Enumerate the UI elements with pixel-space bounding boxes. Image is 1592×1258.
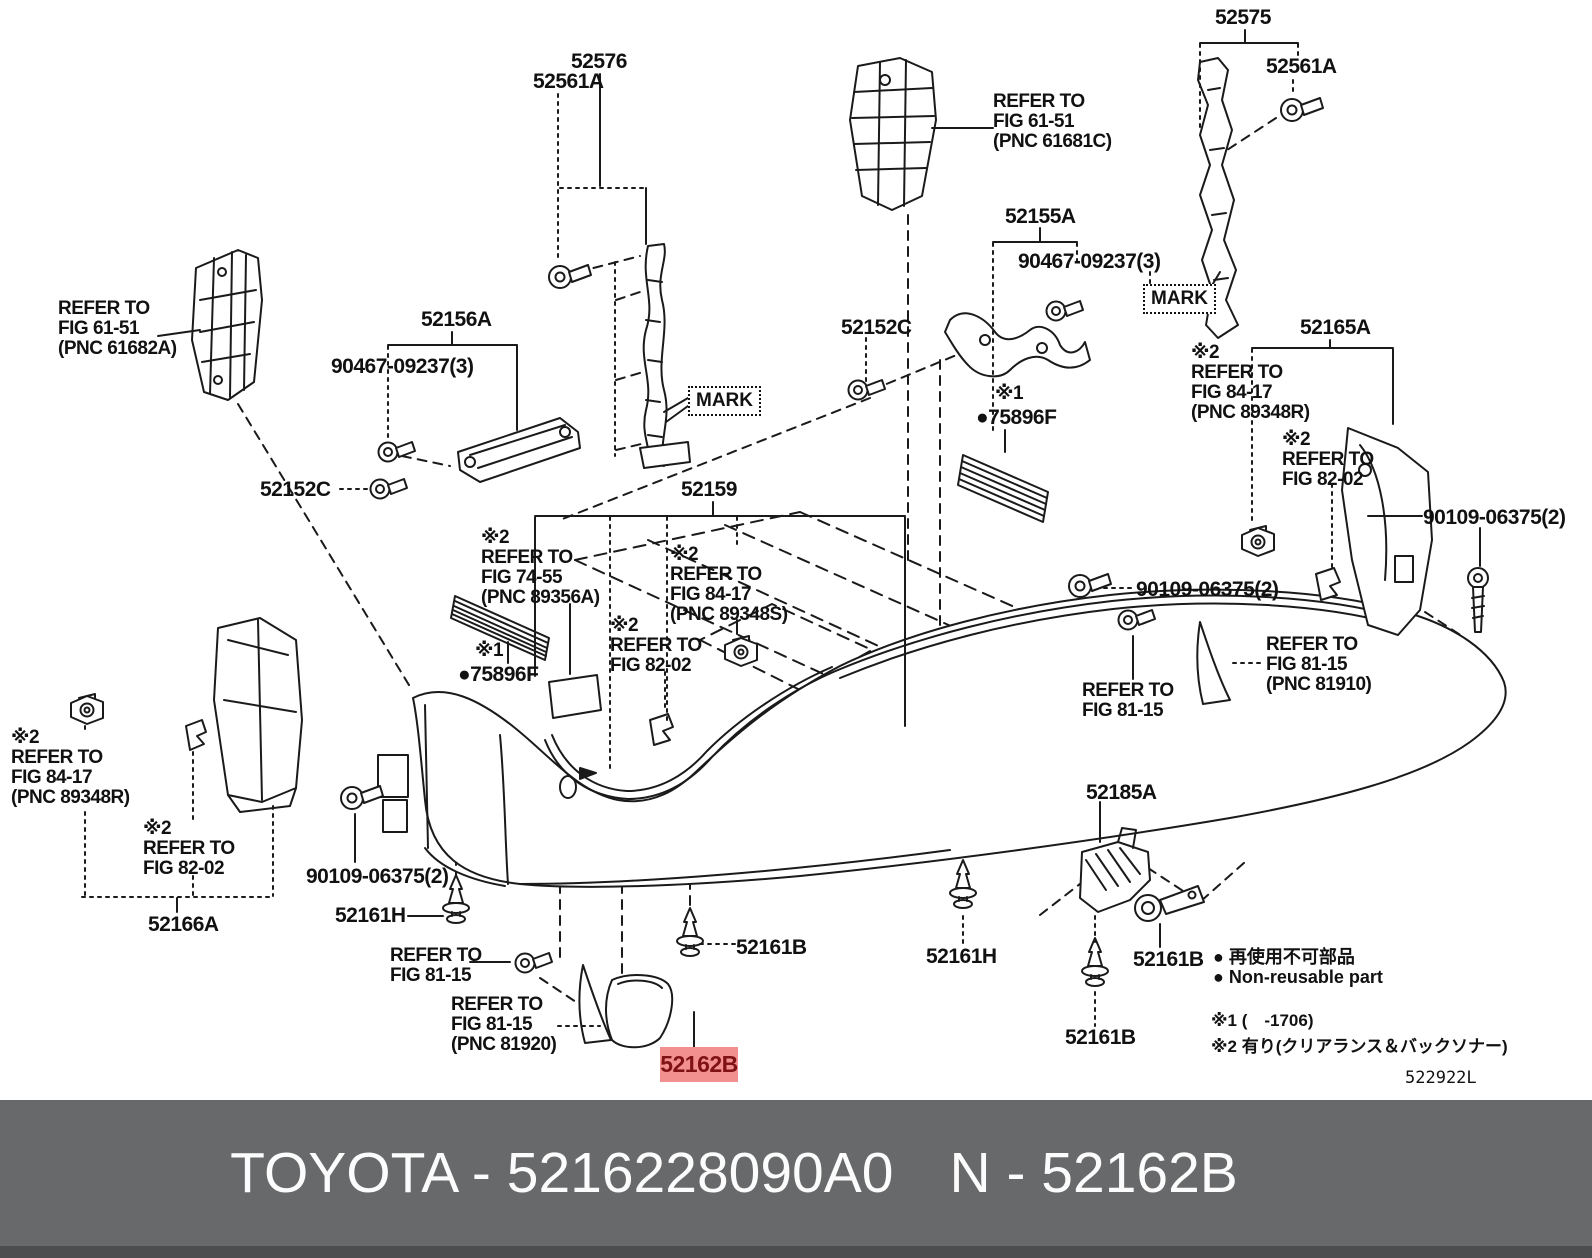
legend-non-reusable-en: ● Non-reusable part bbox=[1213, 967, 1383, 987]
part-label-90109-mid-right: 90109-06375(2) bbox=[1136, 578, 1279, 601]
sheet-code: 522922L bbox=[1405, 1068, 1477, 1088]
push-clip-52161H-right bbox=[949, 859, 977, 909]
bullet-icon: ● bbox=[1213, 947, 1224, 967]
mark-box-left: MARK bbox=[688, 386, 761, 416]
ref-fig-82-02-right: ※2 REFER TO FIG 82-02 bbox=[1282, 429, 1374, 490]
exploded-parts-diagram: 52575 52561A 52576 52561A 52155A 90467-0… bbox=[11, 6, 1566, 1088]
ref-fig-84-17-left: ※2 REFER TO FIG 84-17 (PNC 89348R) bbox=[11, 727, 130, 808]
part-label-52161H-right: 52161H bbox=[926, 945, 997, 968]
part-label-52561A-right: 52561A bbox=[1266, 55, 1337, 78]
part-label-52185A: 52185A bbox=[1086, 781, 1157, 804]
part-label-52155A: 52155A bbox=[1005, 205, 1076, 228]
ref-fig-82-02-center: ※2 REFER TO FIG 82-02 bbox=[610, 615, 702, 676]
seal-triangle-right-drawing bbox=[1196, 621, 1231, 705]
part-label-52576: 52576 bbox=[571, 50, 627, 73]
clip-left-drawing bbox=[185, 719, 207, 751]
sonar-sensor-left bbox=[70, 693, 104, 725]
legend-note2: ※2 有り(クリアランス＆バックソナー) bbox=[1211, 1037, 1508, 1056]
push-clip-52161B-center bbox=[676, 907, 704, 957]
sonar-sensor-center bbox=[724, 635, 758, 667]
ref-fig-81-15-pnc81920: REFER TO FIG 81-15 (PNC 81920) bbox=[451, 994, 557, 1055]
part-label-52156A: 52156A bbox=[421, 308, 492, 331]
part-label-52166A: 52166A bbox=[148, 913, 219, 936]
right-corner-piece-drawing bbox=[1341, 427, 1433, 636]
retainer-strip-drawing bbox=[639, 243, 691, 469]
bumper-support-bracket-drawing bbox=[944, 312, 1091, 378]
bolt-90109-mid-right bbox=[1068, 573, 1112, 598]
part-label-52152C-left: 52152C bbox=[260, 478, 331, 501]
right-tall-support-drawing bbox=[1197, 57, 1239, 339]
screw-52152C-left bbox=[369, 478, 408, 500]
screw-refer-81-15 bbox=[514, 952, 553, 974]
left-corner-piece-drawing bbox=[213, 617, 303, 813]
bumper-diagram-line-art bbox=[70, 29, 1507, 1049]
push-clip-52161B-bottom bbox=[1081, 937, 1109, 987]
banner-brand-part-number: TOYOTA - 5216228090A0 bbox=[230, 1141, 894, 1205]
part-label-52161B-center: 52161B bbox=[736, 936, 807, 959]
ref-fig-84-17-right: ※2 REFER TO FIG 84-17 (PNC 89348R) bbox=[1191, 342, 1310, 423]
mark-box-right: MARK bbox=[1143, 284, 1216, 314]
pad-right-drawing bbox=[957, 454, 1049, 523]
grommet-52161B-right bbox=[1134, 885, 1205, 922]
part-label-52159: 52159 bbox=[681, 478, 737, 501]
part-label-90109-top-right: 90109-06375(2) bbox=[1423, 506, 1566, 529]
part-label-90467-right: 90467-09237(3) bbox=[1018, 250, 1161, 273]
center-support-panel-drawing bbox=[849, 57, 937, 211]
bolt-90109-far-right bbox=[1467, 567, 1489, 633]
pad-left-drawing bbox=[450, 595, 550, 661]
mark-star1-right: ※1 bbox=[995, 383, 1024, 404]
part-label-90467-left: 90467-09237(3) bbox=[331, 355, 474, 378]
ref-fig-81-15-pnc81910: REFER TO FIG 81-15 (PNC 81910) bbox=[1266, 634, 1372, 695]
part-label-52561A-left: 52561A bbox=[533, 70, 604, 93]
legend-note1: ※1 ( -1706) bbox=[1211, 1011, 1314, 1030]
part-label-52575: 52575 bbox=[1215, 6, 1271, 29]
left-side-panel-drawing bbox=[191, 249, 263, 401]
ref-fig-82-02-left: ※2 REFER TO FIG 82-02 bbox=[143, 818, 235, 879]
part-label-52165A: 52165A bbox=[1300, 316, 1371, 339]
part-label-52161B-bottom: 52161B bbox=[1065, 1026, 1136, 1049]
ref-fig-61-51-right: REFER TO FIG 61-51 (PNC 61681C) bbox=[993, 91, 1112, 152]
part-label-75896F-right: ●75896F bbox=[976, 406, 1057, 429]
license-bracket-drawing bbox=[548, 674, 602, 719]
part-label-90109-bottom-left: 90109-06375(2) bbox=[306, 865, 449, 888]
part-label-52161B-right: 52161B bbox=[1133, 948, 1204, 971]
part-label-75896F-left: ●75896F bbox=[458, 663, 539, 686]
sonar-sensor-right bbox=[1241, 525, 1275, 557]
bolt-90109-bottom-left bbox=[340, 785, 384, 810]
part-label-52152C-right: 52152C bbox=[841, 316, 912, 339]
banner-pnc-code: N - 52162B bbox=[949, 1141, 1238, 1205]
seal-triangle-left-drawing bbox=[578, 964, 612, 1044]
lower-bracket-drawing bbox=[1079, 827, 1151, 913]
ref-fig-81-15-bottom-left: REFER TO FIG 81-15 bbox=[390, 945, 482, 986]
bolt-90467-right bbox=[1045, 300, 1084, 322]
part-number-banner: TOYOTA - 5216228090A0 N - 52162B bbox=[0, 1100, 1592, 1246]
ref-fig-84-17-center: ※2 REFER TO FIG 84-17 (PNC 89348S) bbox=[670, 544, 788, 625]
tow-eye-cover-drawing bbox=[605, 974, 674, 1049]
dash-line bbox=[237, 403, 413, 691]
part-label-52161H-left: 52161H bbox=[335, 904, 406, 927]
ref-fig-74-55: ※2 REFER TO FIG 74-55 (PNC 89356A) bbox=[481, 527, 600, 608]
bolt-52561A-right bbox=[1280, 97, 1324, 122]
clip-right-drawing bbox=[1315, 567, 1341, 601]
bolt-52561A-left bbox=[548, 264, 592, 289]
highlighted-part-label-52162B[interactable]: 52162B bbox=[660, 1047, 738, 1082]
ref-fig-61-51-left: REFER TO FIG 61-51 (PNC 61682A) bbox=[58, 298, 177, 359]
impact-bar-drawing bbox=[457, 417, 581, 483]
legend-non-reusable-jp: ● 再使用不可部品 bbox=[1213, 947, 1355, 967]
ref-fig-81-15-right-center: REFER TO FIG 81-15 bbox=[1082, 680, 1174, 721]
screw-52152C-right bbox=[847, 379, 886, 401]
banner-bottom-strip bbox=[0, 1246, 1592, 1258]
clip-mid-drawing bbox=[649, 713, 674, 746]
bullet-icon: ● bbox=[1213, 967, 1224, 987]
rear-bumper-cover-drawing bbox=[377, 588, 1507, 888]
mark-star1-left: ※1 bbox=[475, 640, 504, 661]
